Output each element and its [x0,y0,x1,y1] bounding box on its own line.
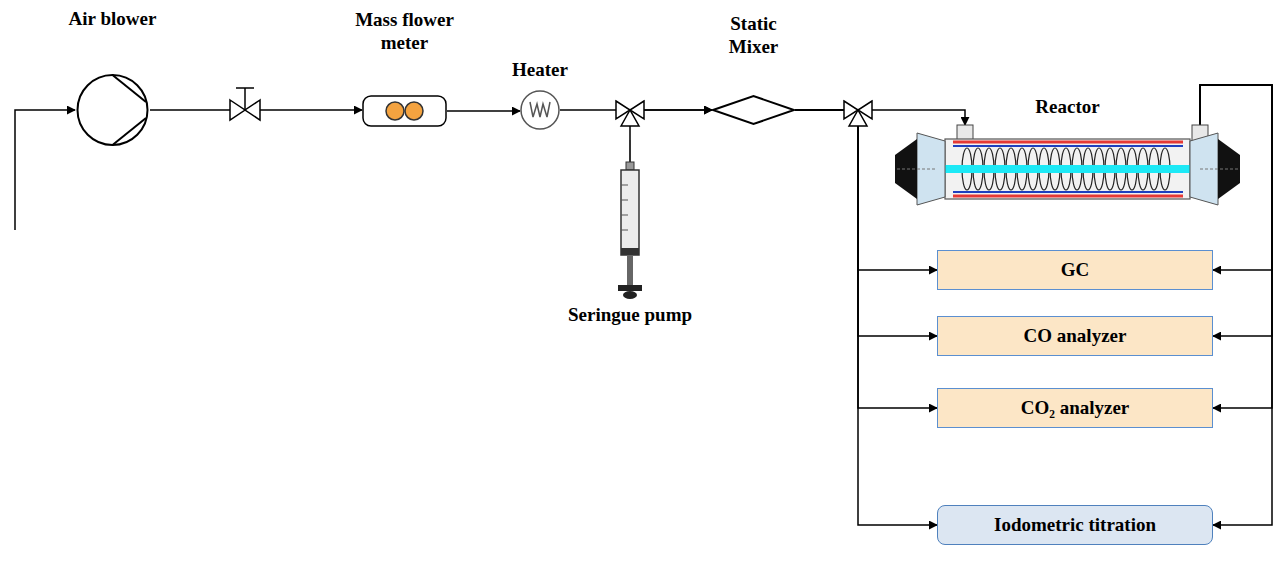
three-way-valve [844,101,872,126]
box-label: GC [1061,259,1090,282]
reactor-illustration [895,125,1240,213]
box-label: CO analyzer [1024,325,1127,348]
box-label: Iodometric titration [994,514,1156,537]
blower-symbol [75,73,150,147]
inlet-line [15,110,75,230]
gate-valve [230,88,260,120]
equipment-label: Mass flower meter [342,9,467,55]
titration-box: Iodometric titration [937,505,1213,545]
flow-line [795,110,937,408]
flow-line [1200,85,1272,336]
mixer-diamond [712,95,795,125]
heater-symbol [520,90,560,130]
three-way-valve [616,101,644,126]
flow-line [447,110,520,112]
equipment-label: Air blower [69,8,157,31]
box-label: CO₂ analyzer [1021,397,1130,420]
syringe-pump: Seringue pump [615,140,645,300]
equipment-label: Seringue pump [568,304,692,327]
equipment-label: Heater [512,59,568,82]
flowmeter-symbol [362,95,447,127]
analyzer-box: GC [937,250,1213,290]
flow-line [795,110,937,270]
static-mixer: Static Mixer [712,95,795,125]
analyzer-box: CO₂ analyzer [937,388,1213,428]
flow-line [795,110,937,336]
heater: Heater [520,90,560,130]
flow-line [1200,85,1272,408]
syringe-symbol [615,140,645,300]
equipment-label: Static Mixer [714,13,794,59]
flow-line [795,110,937,525]
flow-line [795,110,965,125]
equipment-label: Reactor [1035,96,1099,119]
air-blower: Air blower [75,73,150,147]
reactor: Reactor [895,125,1240,213]
analyzer-box: CO analyzer [937,316,1213,356]
mass-flow-meter: Mass flower meter [362,95,447,127]
